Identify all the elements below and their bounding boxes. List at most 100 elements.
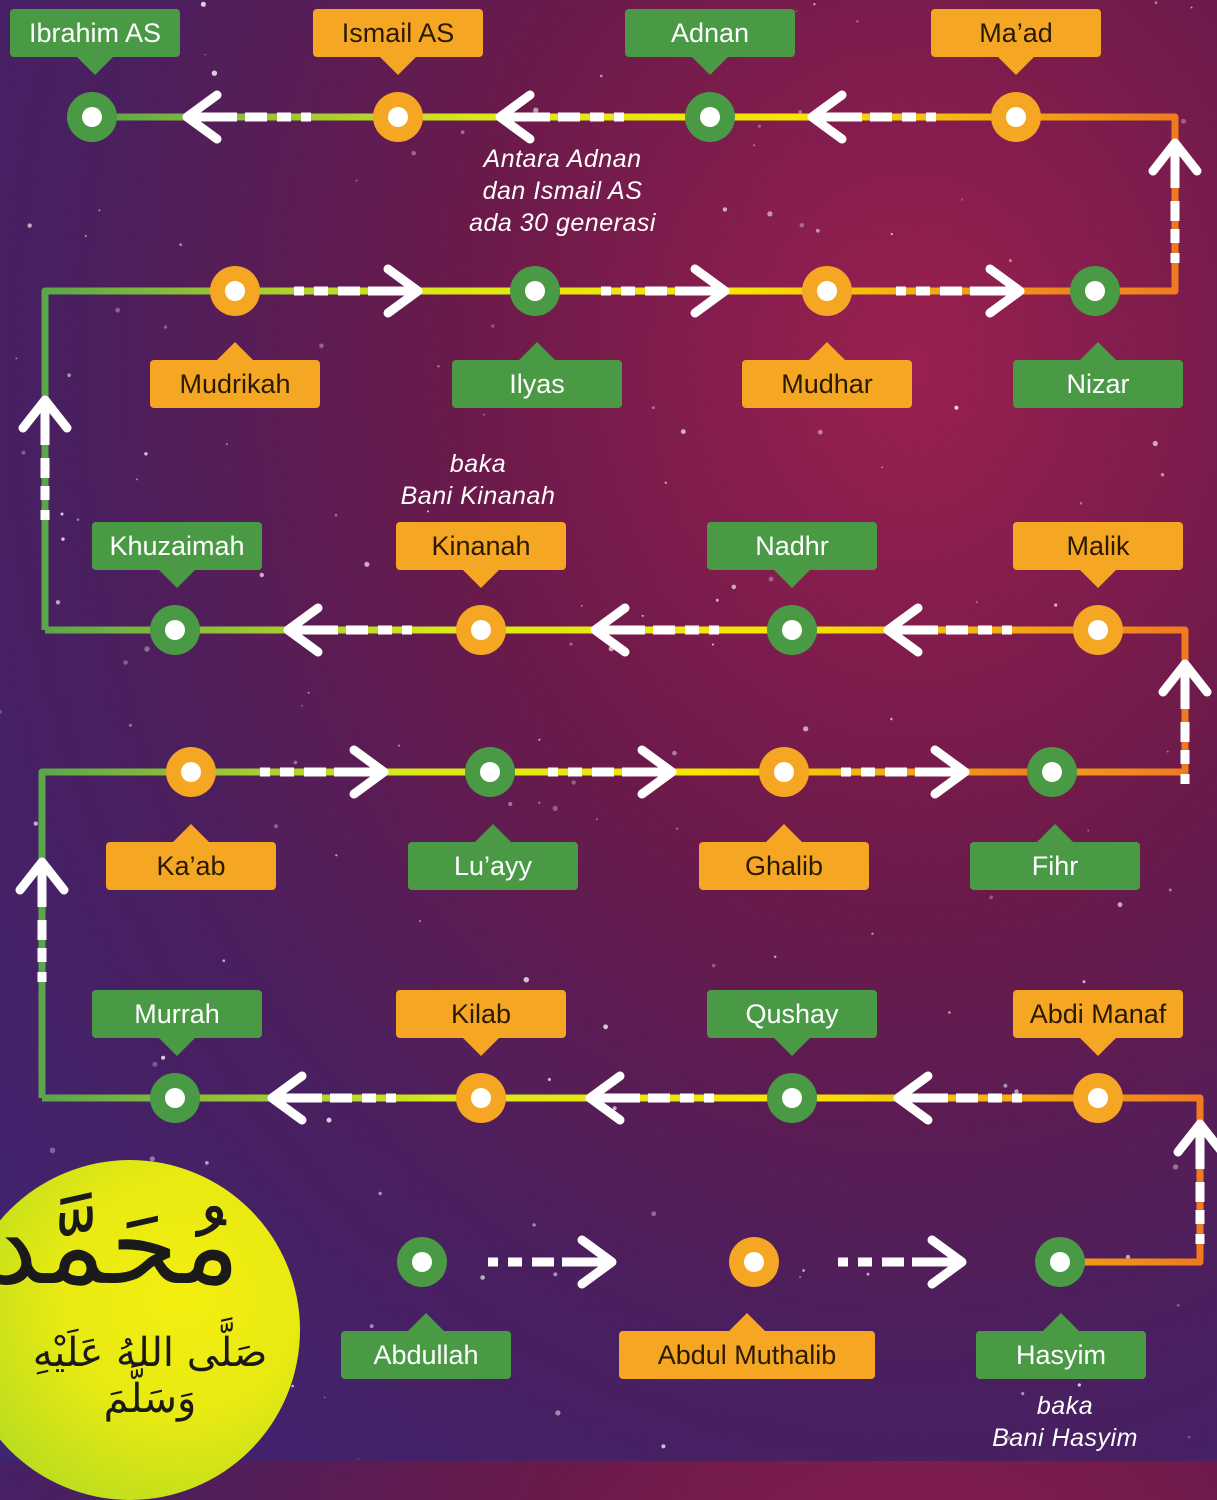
node-dots xyxy=(67,92,1123,1287)
star xyxy=(123,660,128,665)
star xyxy=(651,406,655,410)
direction-arrow xyxy=(267,1071,396,1125)
direction-arrow xyxy=(601,264,730,318)
node-nadhr-dot xyxy=(767,605,817,655)
node-fihr-dot xyxy=(1027,747,1077,797)
star xyxy=(538,738,541,741)
connector-line xyxy=(45,626,1189,776)
star xyxy=(1087,829,1090,832)
lineage-diagram xyxy=(15,1,1217,1460)
node-khuzaimah-label: Khuzaimah xyxy=(92,522,262,570)
star xyxy=(561,227,565,231)
star xyxy=(149,1156,155,1162)
direction-arrows xyxy=(15,90,1217,1289)
direction-arrow xyxy=(488,1235,617,1289)
star xyxy=(552,805,558,812)
star xyxy=(33,821,38,826)
star xyxy=(1160,473,1165,477)
node-mudhar-label: Mudhar xyxy=(742,360,912,408)
direction-arrow xyxy=(495,90,624,144)
star xyxy=(1176,1304,1180,1307)
star xyxy=(661,1444,666,1449)
node-hasyim-dot xyxy=(1035,1237,1085,1287)
node-qushay-label: Qushay xyxy=(707,990,877,1038)
star xyxy=(1014,1089,1019,1094)
star xyxy=(293,760,298,765)
star xyxy=(357,1458,360,1460)
star xyxy=(890,232,893,236)
star xyxy=(1079,502,1083,505)
star xyxy=(161,1055,166,1060)
star xyxy=(326,1117,332,1123)
star xyxy=(84,234,87,237)
star xyxy=(355,179,358,182)
star xyxy=(319,343,324,349)
star xyxy=(1082,980,1086,984)
star xyxy=(60,512,64,516)
star xyxy=(569,642,573,646)
muhammad-calligraphy: مُحَمَّد xyxy=(0,1181,240,1309)
node-fihr-label: Fihr xyxy=(970,842,1140,890)
direction-arrow xyxy=(1173,1119,1217,1244)
star xyxy=(291,1384,295,1388)
star xyxy=(21,450,26,455)
star xyxy=(731,584,737,590)
star xyxy=(975,601,978,604)
star xyxy=(273,824,278,829)
star xyxy=(612,1106,617,1111)
star xyxy=(795,10,798,13)
node-abdullah-dot xyxy=(397,1237,447,1287)
star xyxy=(581,605,583,607)
star xyxy=(508,801,513,807)
star xyxy=(603,1024,608,1030)
star xyxy=(67,373,71,378)
star xyxy=(803,726,809,732)
node-malik-dot xyxy=(1073,605,1123,655)
star xyxy=(954,405,959,410)
connector-line xyxy=(38,768,1052,1098)
direction-arrow xyxy=(883,603,1012,657)
star xyxy=(259,572,264,578)
node-mudhar-dot xyxy=(802,266,852,316)
star xyxy=(555,1410,561,1416)
star xyxy=(335,854,338,857)
node-khuzaimah-dot xyxy=(150,605,200,655)
node-abdimanaf-label: Abdi Manaf xyxy=(1013,990,1183,1038)
star xyxy=(1117,902,1123,908)
star xyxy=(753,144,756,147)
direction-arrow xyxy=(18,395,72,520)
star xyxy=(813,2,816,6)
star xyxy=(200,1,206,7)
node-hasyim-label: Hasyim xyxy=(976,1331,1146,1379)
star xyxy=(491,324,495,328)
node-abdulmuthalib-dot xyxy=(729,1237,779,1287)
direction-arrow xyxy=(294,264,423,318)
star xyxy=(799,1275,802,1279)
node-ibrahim-dot xyxy=(67,92,117,142)
star xyxy=(595,818,598,821)
star xyxy=(369,1324,374,1329)
star xyxy=(1181,118,1186,124)
node-murrah-dot xyxy=(150,1073,200,1123)
star xyxy=(799,223,804,228)
star xyxy=(364,561,370,567)
node-nadhr-label: Nadhr xyxy=(707,522,877,570)
star xyxy=(948,1011,951,1014)
direction-arrow xyxy=(182,90,311,144)
star xyxy=(483,413,485,416)
star xyxy=(49,1147,56,1154)
star xyxy=(378,1191,382,1196)
star xyxy=(715,598,719,602)
star xyxy=(136,478,139,481)
star xyxy=(774,955,777,958)
star xyxy=(672,750,677,756)
direction-arrow xyxy=(893,1071,1022,1125)
star xyxy=(128,723,132,727)
node-maad-dot xyxy=(991,92,1041,142)
star xyxy=(1003,1083,1008,1088)
star xyxy=(553,1272,558,1277)
direction-arrow xyxy=(283,603,412,657)
direction-arrow xyxy=(15,857,69,982)
star xyxy=(398,744,400,747)
node-qushay-dot xyxy=(767,1073,817,1123)
